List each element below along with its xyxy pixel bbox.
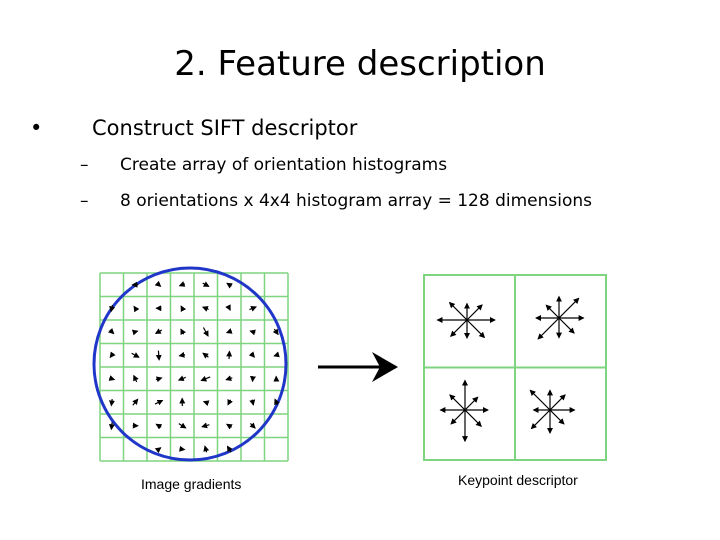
gradient-arrow <box>202 352 209 359</box>
gradient-arrow <box>177 375 186 382</box>
sub-bullet-marker-2: – <box>80 191 89 211</box>
gradient-arrows <box>108 280 280 454</box>
gradient-arrow <box>131 329 139 336</box>
histogram-arrow <box>466 319 486 339</box>
histogram-arrow <box>545 304 560 319</box>
gradient-arrow <box>132 398 139 406</box>
gradient-arrow <box>225 375 233 382</box>
histogram-arrow <box>450 409 466 425</box>
gradient-arrow <box>109 398 115 407</box>
gradient-arrow <box>109 304 116 313</box>
gradient-arrow <box>180 305 187 312</box>
gradient-arrow <box>154 447 162 454</box>
sub-bullet-marker-1: – <box>80 155 89 175</box>
gradient-arrow <box>249 399 256 406</box>
gradient-arrow <box>249 306 257 312</box>
histogram-arrow <box>558 297 580 319</box>
gradient-arrow <box>200 375 211 382</box>
gradient-arrow <box>201 422 210 429</box>
gradient-arrow <box>178 422 187 429</box>
gradient-arrow <box>225 304 231 312</box>
sub-bullet-text-1: Create array of orientation histograms <box>120 155 448 175</box>
histogram-arrow <box>449 394 466 411</box>
gradient-arrow <box>108 422 115 431</box>
slide-title: 2. Feature description <box>174 44 546 84</box>
histogram-arrow <box>530 409 551 430</box>
histogram-arrow <box>466 304 483 321</box>
image-gradients-grid <box>99 272 289 462</box>
keypoint-descriptor-grid <box>423 274 607 461</box>
sub-bullet-text-2: 8 orientations x 4x4 histogram array = 1… <box>120 191 593 211</box>
histogram-arrow <box>549 409 565 425</box>
histogram-arrow <box>537 317 560 340</box>
gradient-arrow <box>226 445 233 453</box>
gradient-arrow <box>272 328 279 336</box>
gradient-arrow <box>274 398 280 406</box>
gradient-arrow <box>155 376 163 383</box>
gradient-arrow <box>154 399 164 406</box>
histogram-arrow <box>450 319 468 337</box>
gradient-arrow <box>225 423 233 430</box>
gradient-arrow <box>248 351 256 358</box>
gradient-arrow <box>178 351 186 358</box>
gradient-arrow <box>227 398 233 406</box>
histogram-arrow <box>558 317 575 334</box>
gradient-arrow <box>109 351 116 359</box>
keypoint-descriptor-caption: Keypoint descriptor <box>458 472 578 488</box>
gradient-arrow <box>178 281 186 287</box>
gaussian-window-circle <box>92 266 288 462</box>
gradient-arrow <box>201 306 209 312</box>
histogram-arrow <box>464 409 482 427</box>
histogram-arrow <box>448 301 468 321</box>
gradient-arrow <box>108 375 116 381</box>
orientation-histograms <box>436 295 585 443</box>
gradient-arrow <box>249 329 256 336</box>
histogram-arrow <box>464 396 479 411</box>
gradient-arrow <box>180 328 186 336</box>
gradient-arrow <box>202 281 210 287</box>
bullet-marker: • <box>30 116 43 140</box>
gradient-arrow <box>154 328 163 334</box>
gradient-arrow <box>202 327 209 337</box>
gradient-arrow <box>154 280 162 287</box>
gradient-arrow <box>226 282 233 289</box>
gradient-arrow <box>131 352 140 358</box>
histogram-arrow <box>549 394 566 411</box>
gradient-arrow <box>179 445 186 452</box>
gradient-arrow <box>273 351 280 358</box>
gradient-arrow <box>203 445 210 453</box>
gradient-arrow <box>202 400 210 407</box>
gradient-arrow <box>108 327 115 335</box>
gradient-arrow <box>225 328 233 334</box>
gradient-arrow <box>133 305 140 313</box>
gradient-arrow <box>249 422 256 429</box>
histogram-arrow <box>529 389 551 411</box>
bullet-text: Construct SIFT descriptor <box>92 116 358 140</box>
gradient-arrow <box>133 374 139 383</box>
gradient-arrow <box>155 423 163 430</box>
gradient-arrow <box>155 350 162 361</box>
image-gradients-caption: Image gradients <box>141 476 242 492</box>
